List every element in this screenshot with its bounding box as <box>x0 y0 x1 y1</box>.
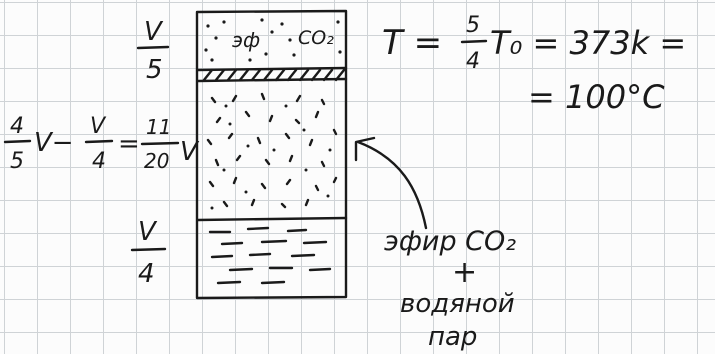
vessel-outline <box>195 9 348 300</box>
top-gas-formula: CO₂ <box>298 27 334 49</box>
water-hatching <box>208 226 332 285</box>
annotation-arrow <box>354 136 428 230</box>
vessel-diagram <box>195 9 348 300</box>
calc-middle: V− <box>34 128 74 158</box>
temperature-rest: T₀ = 373k = <box>490 24 686 62</box>
calc-a-denominator: 5 <box>10 149 24 174</box>
water-surface-line <box>196 216 348 222</box>
temperature-frac-numerator: 5 <box>466 13 480 38</box>
annotation-line1: эфир CO₂ <box>384 226 516 257</box>
level-bottom-fraction: V 4 <box>130 217 167 289</box>
calc-equals: = <box>118 129 140 159</box>
temperature-frac-denominator: 4 <box>466 49 480 74</box>
top-gas-label: эф <box>232 28 260 52</box>
calc-c-numerator: 11 <box>146 115 171 139</box>
piston-bottom-line <box>196 77 348 83</box>
level-top-denominator: 5 <box>146 55 163 85</box>
level-top-numerator: V <box>144 17 164 47</box>
gas-dots-middle <box>206 92 338 210</box>
calc-c-denominator: 20 <box>144 149 169 173</box>
annotation-line2: водяной <box>400 289 515 319</box>
calc-a-numerator: 4 <box>10 114 24 139</box>
calc-b-denominator: 4 <box>92 149 106 174</box>
temperature-formula: T = 5 4 T₀ = 373k = = 100°C <box>382 13 686 116</box>
gas-dots-top <box>204 18 342 62</box>
calc-b-numerator: V <box>90 114 107 139</box>
arrow-head <box>354 136 376 162</box>
arrow-shaft <box>356 140 428 230</box>
level-bottom-bar <box>130 247 167 252</box>
level-top-bar <box>136 45 170 50</box>
annotation-plus: + <box>452 255 477 290</box>
temperature-celsius: = 100°C <box>528 78 665 116</box>
piston-hatching <box>202 68 346 82</box>
volume-calculation: 4 5 V− V 4 = 11 20 V <box>3 114 200 174</box>
temperature-start: T = <box>382 23 442 63</box>
annotation-text: эфир CO₂ + водяной пар <box>384 226 516 352</box>
level-bottom-numerator: V <box>138 217 158 247</box>
calc-tail: V <box>180 137 200 167</box>
annotation-line3: пар <box>428 322 477 352</box>
level-top-fraction: V 5 <box>136 17 170 85</box>
level-bottom-denominator: 4 <box>138 259 155 289</box>
